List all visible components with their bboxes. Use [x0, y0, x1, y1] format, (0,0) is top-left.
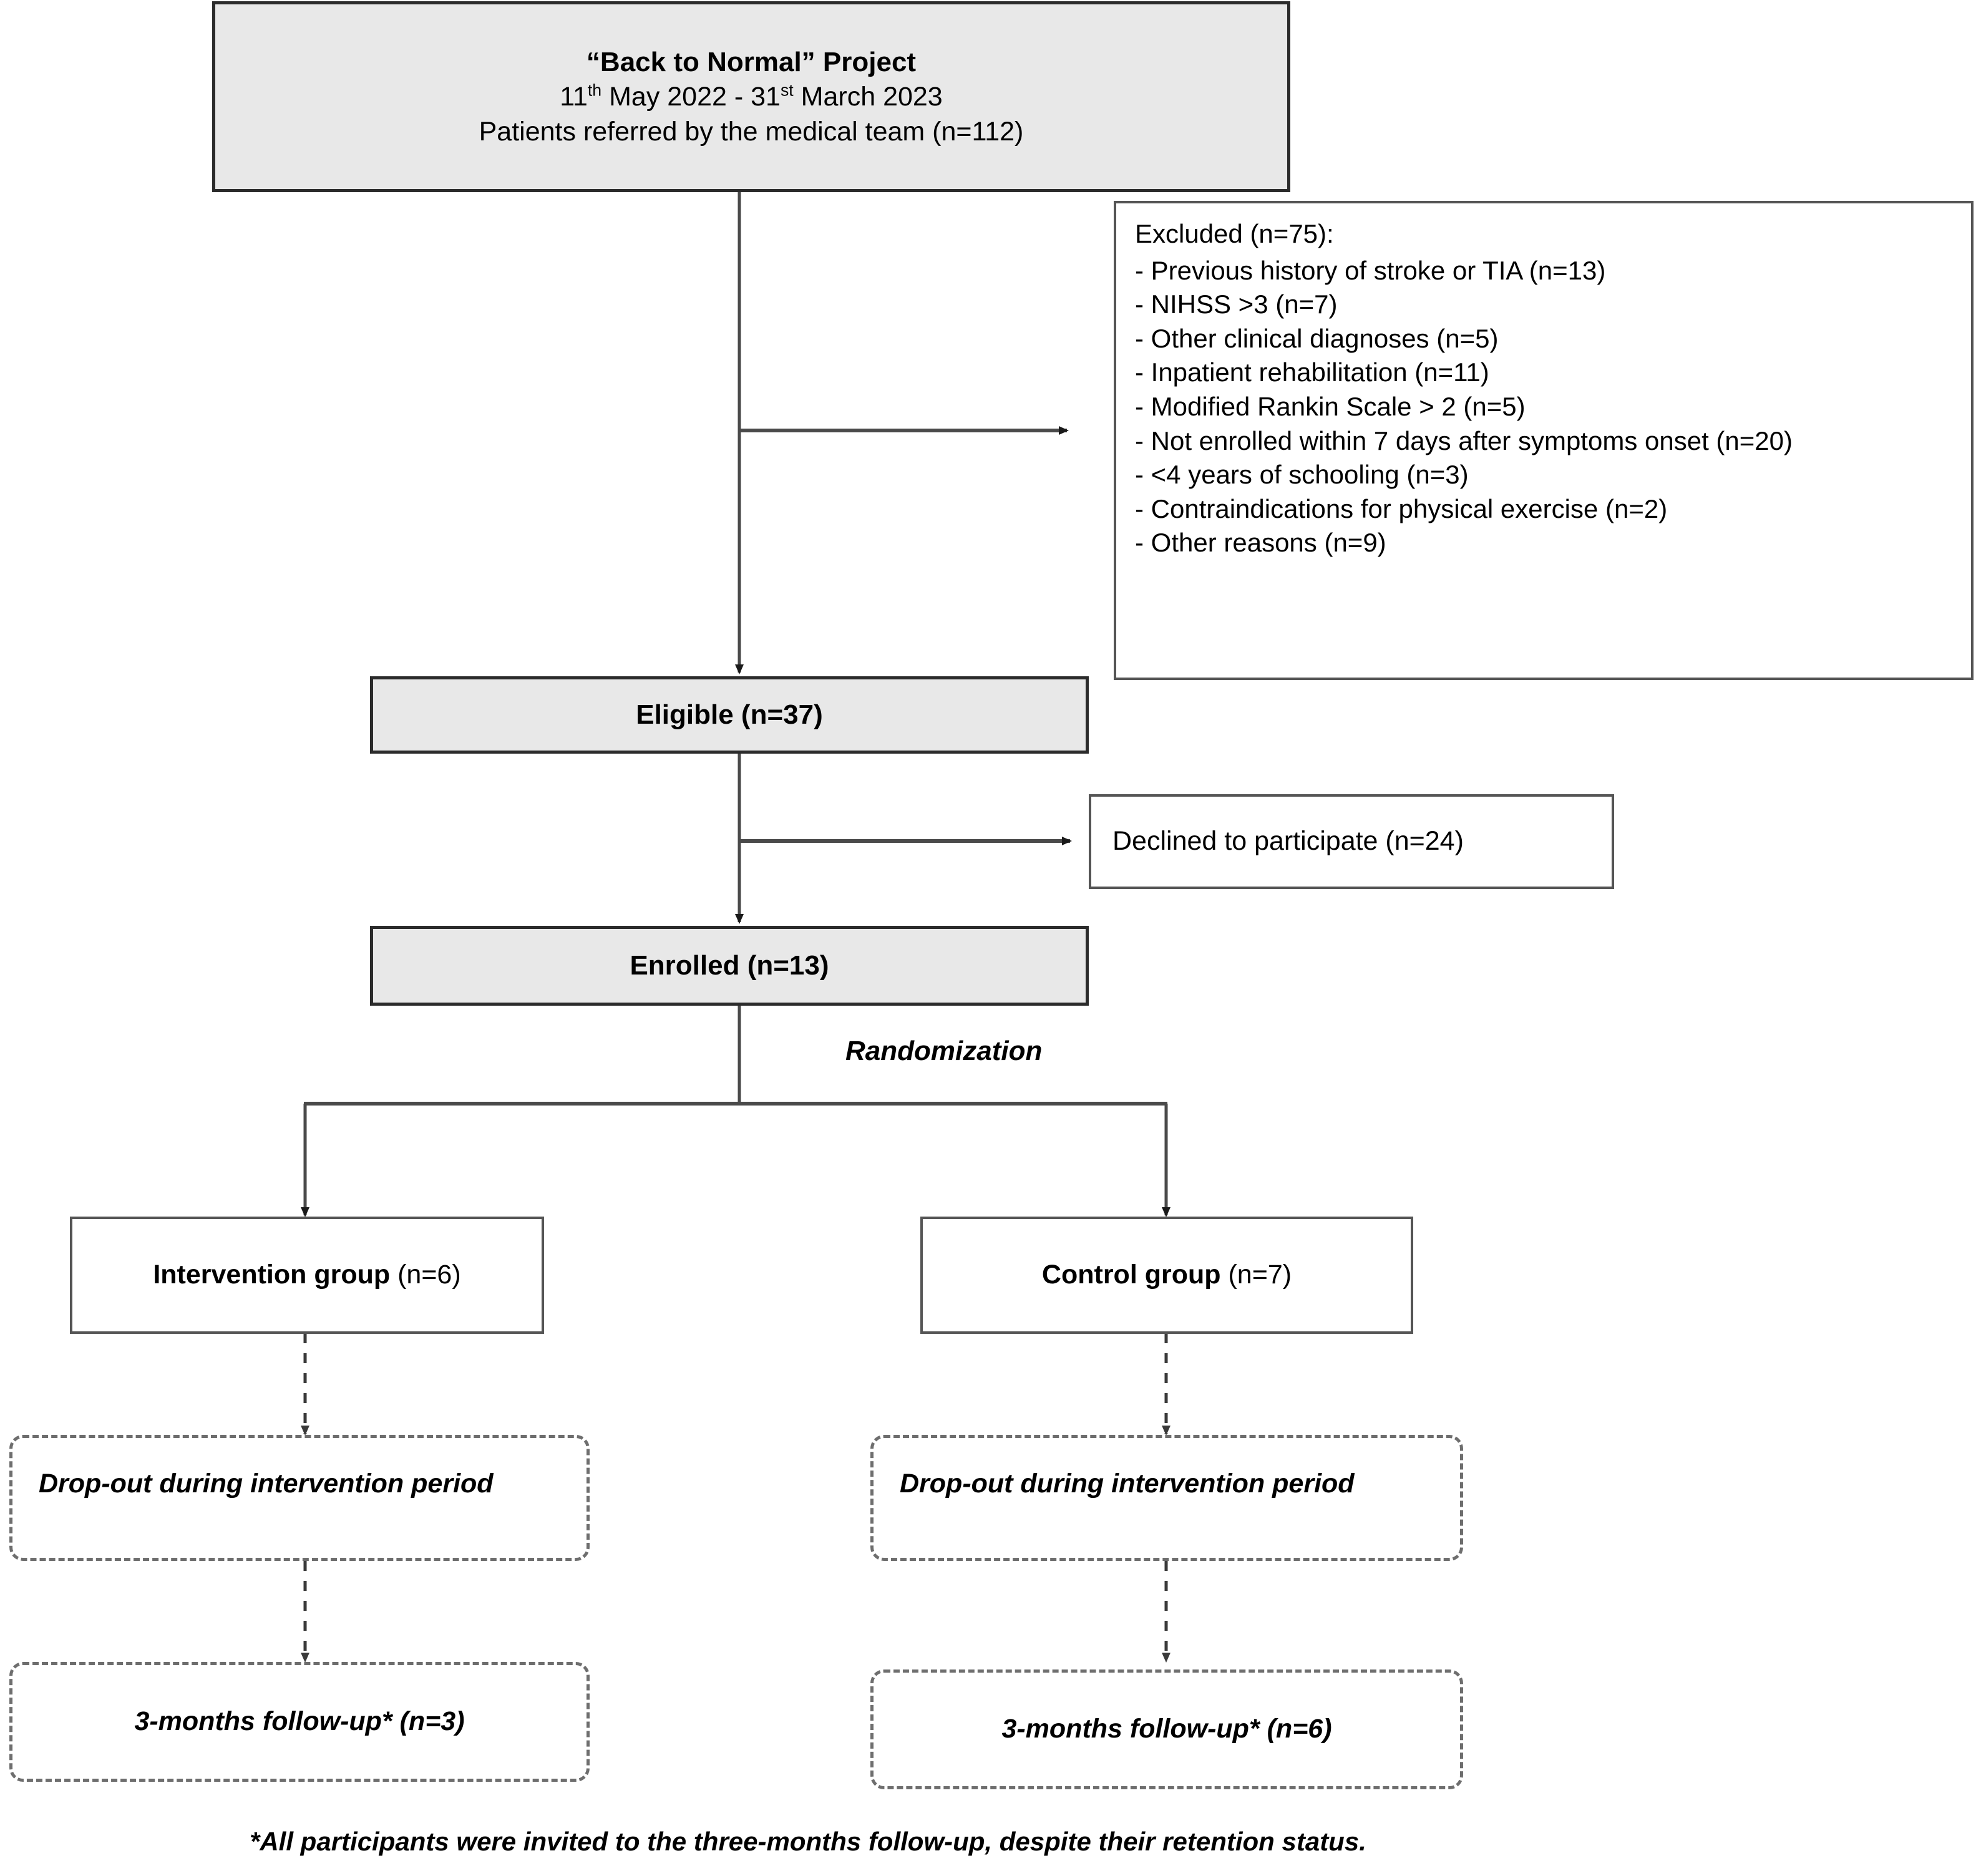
excluded-box: Excluded (n=75): - Previous history of s… — [1114, 201, 1974, 680]
intervention-group-box: Intervention group (n=6) — [70, 1217, 544, 1334]
control-group-name: Control group — [1041, 1260, 1221, 1290]
control-group-count: (n=7) — [1220, 1260, 1292, 1290]
excluded-item: - Contraindications for physical exercis… — [1135, 493, 1668, 523]
enrolled-box: Enrolled (n=13) — [370, 926, 1089, 1006]
dropout-box-intervention: Drop-out during intervention period — [9, 1435, 590, 1561]
project-title: “Back to Normal” Project — [586, 46, 917, 77]
declined-box: Declined to participate (n=24) — [1089, 794, 1614, 889]
header-box: “Back to Normal” Project 11th May 2022 -… — [212, 1, 1290, 192]
intervention-group-name: Intervention group — [153, 1260, 391, 1290]
ordinal-suffix-st: st — [780, 80, 794, 100]
excluded-item: - Not enrolled within 7 days after sympt… — [1135, 425, 1793, 455]
dropout-label-control: Drop-out during intervention period — [900, 1469, 1355, 1499]
dropout-label-intervention: Drop-out during intervention period — [39, 1469, 494, 1499]
eligible-label: Eligible (n=37) — [636, 699, 823, 731]
ordinal-suffix-th: th — [587, 80, 602, 100]
eligible-box: Eligible (n=37) — [370, 676, 1089, 754]
project-dates: 11th May 2022 - 31st March 2023 — [560, 80, 943, 112]
excluded-item: - Modified Rankin Scale > 2 (n=5) — [1135, 391, 1526, 421]
followup-label-intervention: 3-months follow-up* (n=3) — [134, 1706, 465, 1737]
excluded-item: - NIHSS >3 (n=7) — [1135, 289, 1338, 319]
excluded-heading: Excluded (n=75): — [1135, 219, 1334, 248]
control-group-box: Control group (n=7) — [920, 1217, 1413, 1334]
followup-box-control: 3-months follow-up* (n=6) — [870, 1669, 1463, 1789]
randomization-label: Randomization — [845, 1036, 1043, 1066]
enrolled-label: Enrolled (n=13) — [630, 950, 829, 981]
excluded-item: - Other clinical diagnoses (n=5) — [1135, 323, 1499, 353]
followup-box-intervention: 3-months follow-up* (n=3) — [9, 1662, 590, 1782]
excluded-item: - Previous history of stroke or TIA (n=1… — [1135, 255, 1606, 285]
intervention-group-count: (n=6) — [390, 1260, 461, 1290]
dropout-box-control: Drop-out during intervention period — [870, 1435, 1463, 1561]
footnote-text: *All participants were invited to the th… — [250, 1827, 1366, 1856]
patients-referred-text: Patients referred by the medical team (n… — [479, 116, 1024, 147]
excluded-item: - <4 years of schooling (n=3) — [1135, 460, 1469, 490]
excluded-item: - Other reasons (n=9) — [1135, 528, 1386, 558]
declined-label: Declined to participate (n=24) — [1112, 826, 1464, 857]
followup-label-control: 3-months follow-up* (n=6) — [1001, 1714, 1332, 1744]
excluded-item: - Inpatient rehabilitation (n=11) — [1135, 357, 1489, 387]
